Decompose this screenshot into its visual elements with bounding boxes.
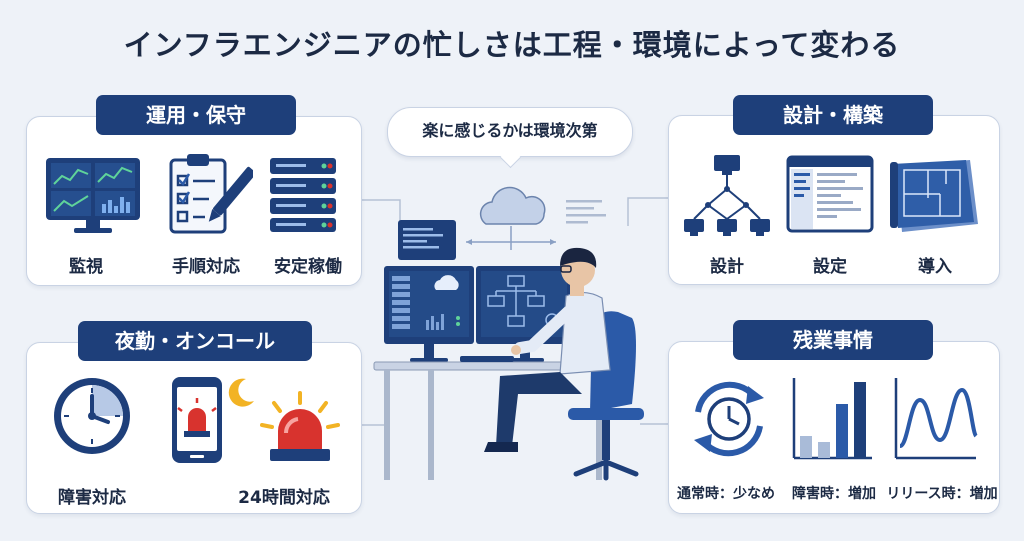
clipboard-checklist-icon [169,154,253,234]
smartphone-alert-icon [172,377,254,463]
monitoring-screen-icon [46,158,140,233]
build-tag: 設計・構築 [733,95,933,135]
clock-cycle-icon [694,381,764,457]
center-speech-bubble: 楽に感じるかは環境次第 [387,107,633,157]
ops-tag: 運用・保守 [96,95,296,135]
night-tag: 夜勤・オンコール [78,321,312,361]
alarm-siren-icon [260,391,340,461]
bar-chart-icon [792,378,872,460]
overtime-item-release: リリース時：増加 [886,486,998,502]
page-title: インフラエンジニアの忙しさは工程・環境によって変わる [123,28,901,62]
ops-item-monitoring: 監視 [69,257,103,277]
build-item-design: 設計 [710,257,744,277]
night-item-incident: 障害対応 [58,488,126,508]
network-diagram-icon [684,155,770,236]
blueprint-icon [890,160,978,232]
wave-chart-icon [894,378,978,460]
engineer-at-desk-illustration [373,186,644,481]
server-rack-icon [270,158,336,232]
ops-item-procedure: 手順対応 [172,257,240,277]
build-item-setting: 設定 [813,257,847,277]
ops-item-stable: 安定稼働 [274,257,342,277]
overtime-item-incident: 障害時：増加 [792,486,876,502]
night-item-24h: 24時間対応 [238,488,330,508]
overtime-tag: 残業事情 [733,320,933,360]
overtime-item-normal: 通常時：少なめ [677,486,775,502]
clock-icon [54,378,130,454]
config-window-icon [786,155,874,233]
build-item-install: 導入 [918,257,952,277]
